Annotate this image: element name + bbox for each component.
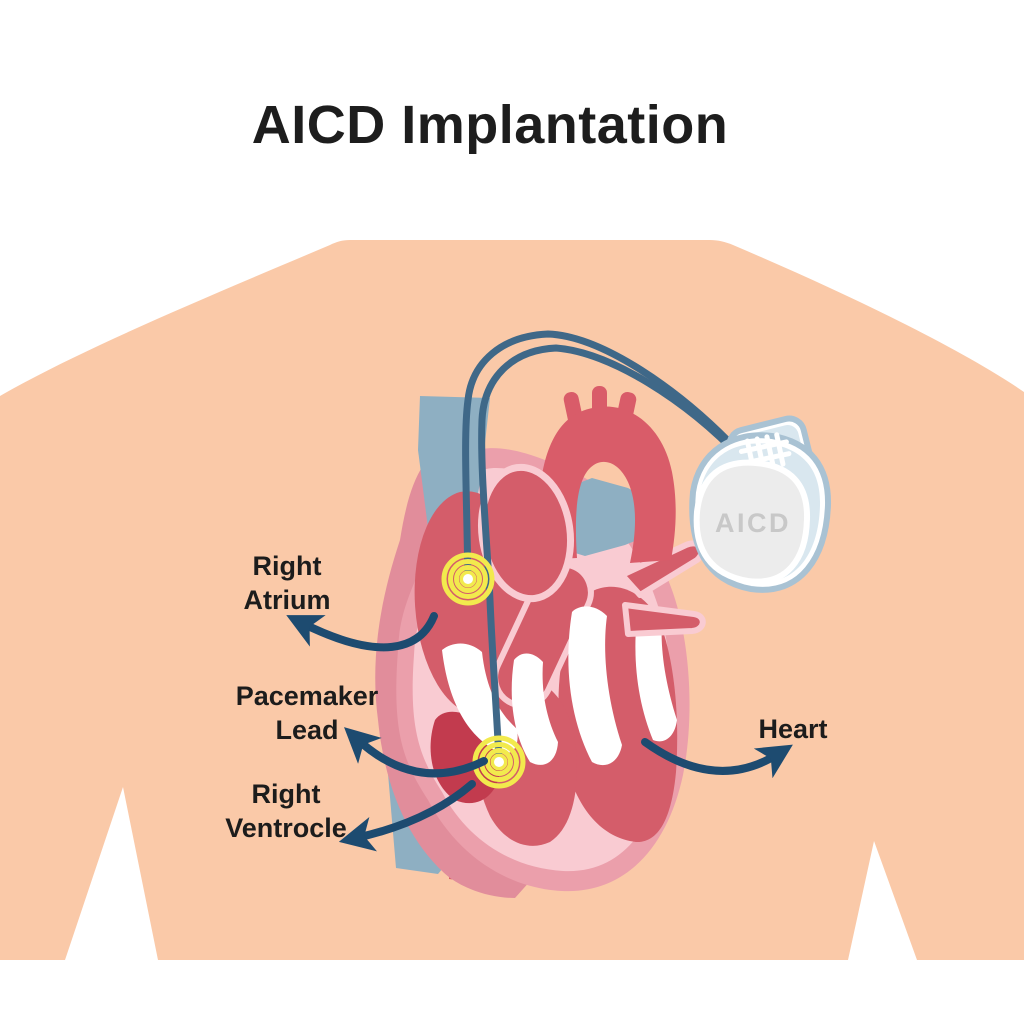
right-ventricle-label-line2: Ventrocle (225, 813, 347, 843)
page-title: AICD Implantation (251, 95, 729, 156)
arrow-pacemaker-lead (344, 727, 488, 778)
right-atrium-label-line1: Right (252, 551, 322, 581)
heart-shadow (375, 440, 540, 898)
heart-label: Heart (758, 712, 827, 746)
right-atrium-label: Right Atrium (244, 549, 331, 617)
electrode-atrial-icon (441, 552, 495, 606)
aicd-device-label: AICD (715, 508, 791, 538)
left-atrium-chamber (477, 463, 575, 603)
pacemaker-lead-label-line1: Pacemaker (235, 681, 379, 711)
pacemaker-lead-label: Pacemaker Lead (236, 679, 379, 747)
chordae-tendineae (568, 606, 622, 766)
aicd-device: AICD (689, 415, 832, 593)
lead-wire-atrial (462, 330, 741, 584)
lead-wire-ventricular (478, 344, 746, 764)
right-atrium-label-line2: Atrium (243, 585, 331, 615)
right-ventricle-label-line1: Right (251, 779, 321, 809)
chordae-tendineae (511, 653, 558, 765)
pacemaker-lead-label-line2: Lead (275, 715, 339, 745)
right-ventricle-label: Right Ventrocle (225, 777, 347, 845)
heart-label-text: Heart (758, 714, 828, 744)
pulmonary-branch (622, 602, 706, 637)
aorta-arch (538, 406, 676, 563)
arrow-heart (641, 738, 793, 779)
arrow-right-ventricle (338, 780, 476, 852)
device-can (693, 459, 811, 585)
arrow-right-atrium (286, 612, 438, 652)
chordae-tendineae (635, 611, 677, 742)
annotation-arrows (286, 612, 793, 852)
